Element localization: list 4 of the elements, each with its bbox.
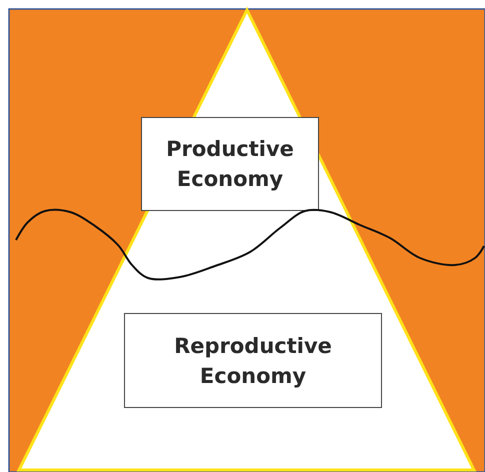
box-label: Productive Economy bbox=[165, 136, 295, 193]
box-label: Reproductive Economy bbox=[173, 332, 333, 390]
text-box bbox=[124, 313, 382, 408]
text-box bbox=[141, 117, 319, 211]
